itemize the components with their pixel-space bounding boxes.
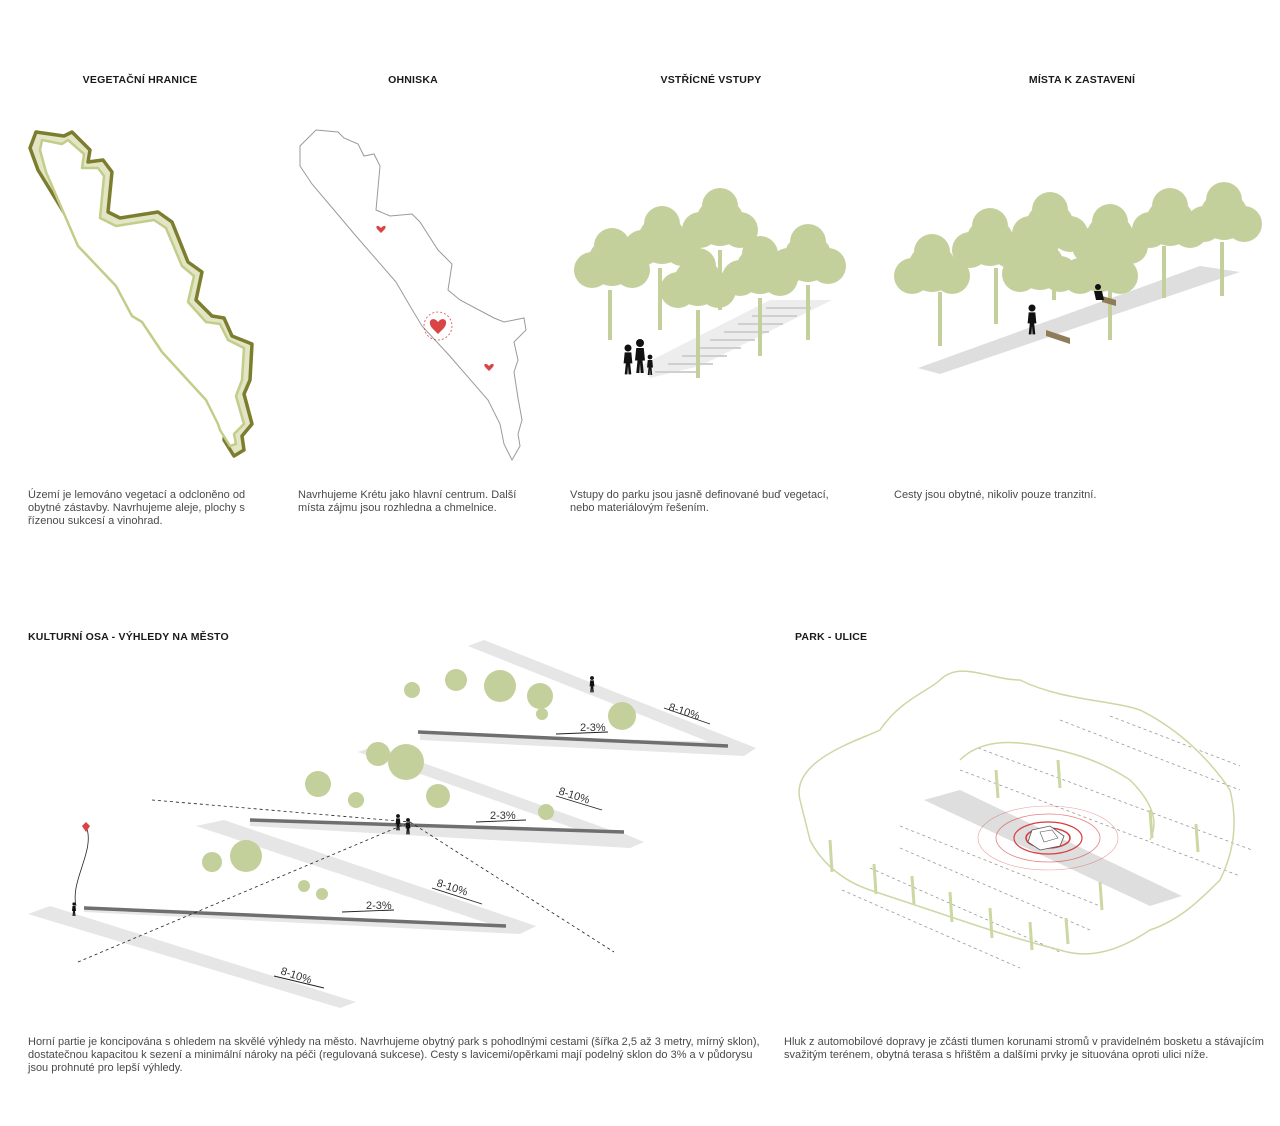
focal-points-map — [299, 129, 527, 462]
resting-places-scene — [894, 182, 1262, 374]
entrance-scene — [574, 188, 846, 378]
bench-icon — [1046, 330, 1070, 344]
person-icon — [623, 344, 633, 375]
panel-text-welcoming-entrances: Vstupy do parku jsou jasně definované bu… — [570, 489, 829, 514]
view-axis-lines — [77, 799, 615, 963]
slope-label: 2-3% — [490, 810, 516, 822]
heart-icon — [429, 319, 447, 334]
tree-icon — [1186, 182, 1262, 242]
tree-icon — [682, 188, 758, 248]
park-street-scene — [798, 670, 1253, 969]
panel-title-resting-places: MÍSTA K ZASTAVENÍ — [1028, 74, 1136, 86]
panel-text-park-street: Hluk z automobilové dopravy je zčásti tl… — [784, 1036, 1264, 1061]
car-icon — [1027, 825, 1065, 851]
slope-label: 2-3% — [366, 900, 392, 912]
panel-title-vegetation-border: VEGETAČNÍ HRANICE — [82, 74, 198, 86]
panel-text-resting-places: Cesty jsou obytné, nikoliv pouze tranzit… — [894, 489, 1097, 501]
panel-text-vegetation-border: Území je lemováno vegetací a odcloněno o… — [28, 489, 246, 527]
slope-label: 8-10% — [557, 785, 591, 806]
cultural-axis-scene: 8-10% 2-3% 8-10% 2-3% 8-10% 2-3% 8-10% — [28, 640, 756, 1008]
heart-icon — [376, 225, 386, 233]
vegetation-border-outline — [28, 130, 254, 458]
panel-title-welcoming-entrances: VSTŘÍCNÉ VSTUPY — [660, 74, 762, 86]
heart-icon — [484, 363, 494, 371]
panel-text-cultural-axis: Horní partie je koncipována s ohledem na… — [28, 1036, 760, 1074]
panel-title-cultural-axis: KULTURNÍ OSA - VÝHLEDY NA MĚSTO — [28, 631, 229, 643]
panel-title-focal-points: OHNISKA — [388, 74, 438, 86]
slope-label: 2-3% — [580, 722, 606, 734]
kite-icon — [82, 822, 90, 832]
panel-title-park-street: PARK - ULICE — [795, 631, 868, 643]
panel-text-focal-points: Navrhujeme Krétu jako hlavní centrum. Da… — [298, 489, 517, 514]
bench-icon — [83, 730, 729, 928]
focal-ring — [423, 311, 453, 341]
